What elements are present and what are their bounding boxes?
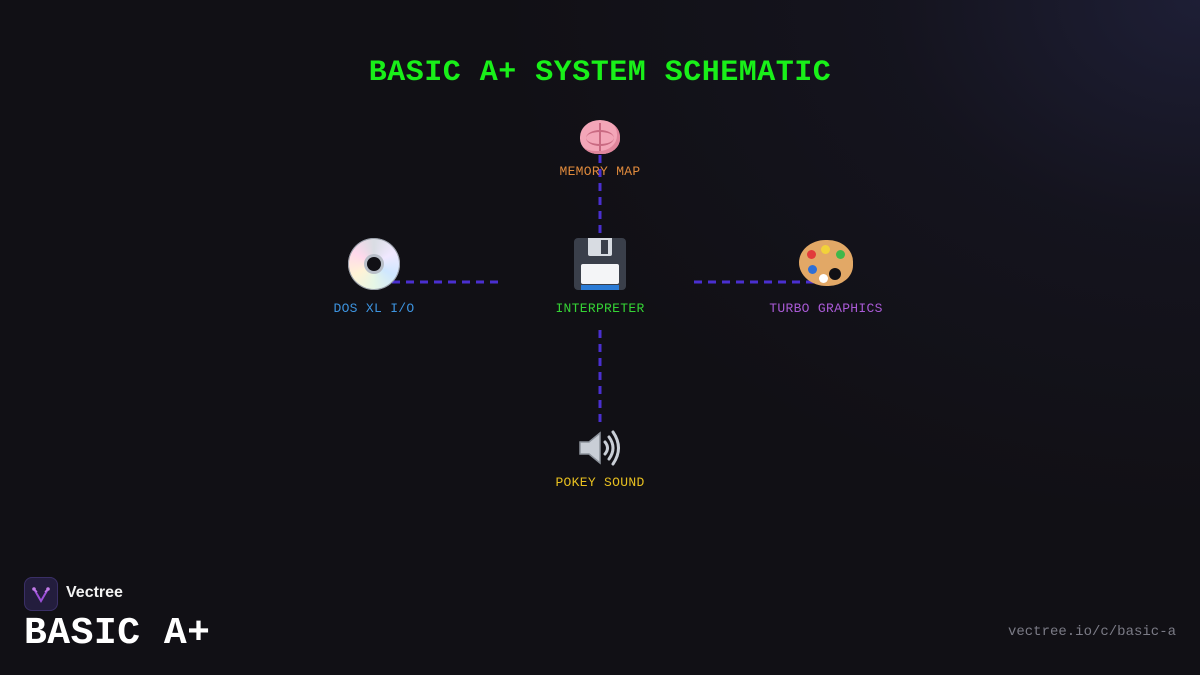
palette-icon xyxy=(736,240,916,289)
brain-icon xyxy=(510,120,690,157)
node-label-pokey-sound: POKEY SOUND xyxy=(555,475,645,490)
node-interpreter: INTERPRETER xyxy=(510,238,690,316)
brand-name: Vectree xyxy=(66,584,123,601)
node-label-memory-map: MEMORY MAP xyxy=(559,164,641,179)
floppy-disk-icon xyxy=(510,238,690,293)
disc-icon xyxy=(284,238,464,293)
node-label-dos-xl-io: DOS XL I/O xyxy=(333,301,415,316)
node-label-interpreter: INTERPRETER xyxy=(555,301,645,316)
node-dos-xl-io: DOS XL I/O xyxy=(284,238,464,316)
node-memory-map: MEMORY MAP xyxy=(510,120,690,179)
vectree-logo-icon xyxy=(24,577,58,611)
diagram-title: BASIC A+ SYSTEM SCHEMATIC xyxy=(368,56,832,90)
speaker-icon xyxy=(510,428,690,471)
project-title: BASIC A+ xyxy=(24,612,211,655)
node-pokey-sound: POKEY SOUND xyxy=(510,428,690,490)
node-label-turbo-graphics: TURBO GRAPHICS xyxy=(769,301,883,316)
node-turbo-graphics: TURBO GRAPHICS xyxy=(736,240,916,316)
project-url[interactable]: vectree.io/c/basic-a xyxy=(1007,624,1176,640)
